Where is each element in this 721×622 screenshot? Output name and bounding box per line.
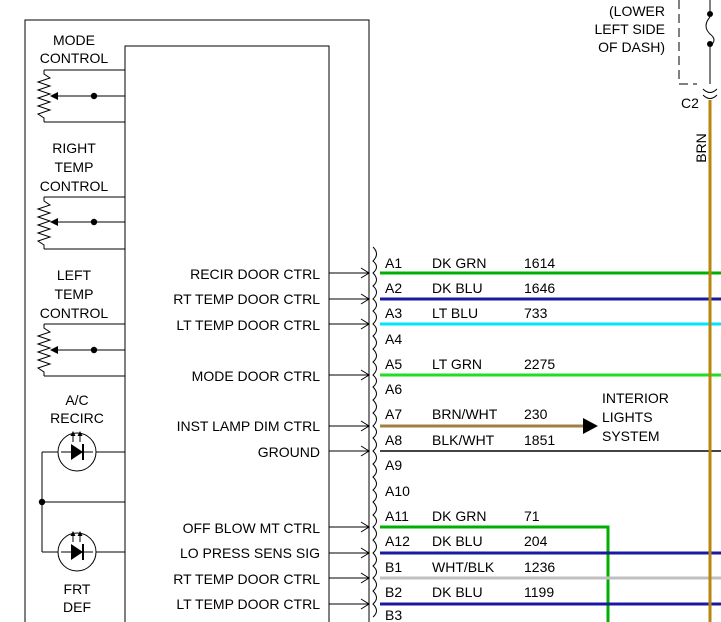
right-temp-control-potentiometer (36, 196, 125, 250)
frt-def-label-2: DEF (63, 599, 91, 615)
left-temp-control-potentiometer (36, 323, 125, 377)
interior-lights-label-3: SYSTEM (602, 428, 660, 444)
pin-label: A9 (385, 457, 402, 473)
signal-label: GROUND (258, 444, 320, 460)
pin-row-a4: A4 (385, 331, 402, 347)
pin-row-a5: A5 LT GRN 2275 (385, 356, 555, 372)
pin-label: A10 (385, 483, 410, 499)
mode-control-label-2: CONTROL (40, 50, 109, 66)
circuit-number: 1851 (524, 432, 555, 448)
signal-label: LO PRESS SENS SIG (180, 545, 320, 561)
mode-control-potentiometer (36, 69, 125, 123)
signal-label: INST LAMP DIM CTRL (177, 418, 321, 434)
interior-lights-arrow-icon (583, 418, 598, 434)
wire-a11 (380, 525, 610, 622)
wire-color-label: BLK/WHT (432, 432, 495, 448)
pin-label: A2 (385, 280, 402, 296)
circuit-number: 230 (524, 406, 548, 422)
right-temp-control-label-2: TEMP (55, 159, 94, 175)
wire-color-label: BRN/WHT (432, 406, 498, 422)
pin-label: A5 (385, 356, 402, 372)
frt-def-led-icon (42, 531, 125, 572)
frt-def-label-1: FRT (64, 581, 91, 597)
pin-row-a2: A2 DK BLU 1646 (385, 280, 555, 296)
control-module-outline (24, 19, 370, 622)
pin-label: A3 (385, 305, 402, 321)
pin-row-a7: A7 BRN/WHT 230 (385, 406, 548, 422)
signal-label: RECIR DOOR CTRL (190, 266, 320, 282)
circuit-number: 1199 (524, 584, 554, 600)
pin-label: A6 (385, 381, 402, 397)
pin-row-a11: A11 DK GRN 71 (385, 508, 540, 524)
pin-label: A11 (385, 508, 409, 524)
pin-label: A8 (385, 432, 402, 448)
pin-row-a1: A1 DK GRN 1614 (385, 255, 555, 271)
location-note-1: (LOWER (609, 3, 665, 19)
interior-lights-label-1: INTERIOR (602, 390, 669, 406)
wire-color-label: LT GRN (432, 356, 482, 372)
wires (380, 271, 721, 622)
wire-color-label: WHT/BLK (432, 559, 495, 575)
location-note-2: LEFT SIDE (594, 21, 665, 37)
circuit-number: 1236 (524, 559, 555, 575)
right-temp-control-label-1: RIGHT (52, 140, 96, 156)
left-temp-control-label-3: CONTROL (40, 305, 109, 321)
signal-label: MODE DOOR CTRL (192, 368, 321, 384)
wire-color-label: DK GRN (432, 255, 486, 271)
circuit-number: 733 (524, 305, 548, 321)
switch-contact-icon (705, 0, 715, 84)
signal-label: LT TEMP DOOR CTRL (176, 317, 320, 333)
ac-recirc-label-2: RECIRC (50, 410, 104, 426)
signal-label: RT TEMP DOOR CTRL (173, 571, 320, 587)
brn-wire-label: BRN (693, 133, 709, 163)
pin-row-a10: A10 (385, 483, 410, 499)
pin-label: A12 (385, 533, 410, 549)
interior-lights-label-2: LIGHTS (602, 409, 653, 425)
wire-color-label: LT BLU (432, 305, 478, 321)
pin-label: B2 (385, 584, 402, 600)
circuit-number: 204 (524, 533, 548, 549)
connector-c2-icon (702, 88, 718, 93)
pin-row-a9: A9 (385, 457, 402, 473)
pin-label: B1 (385, 559, 402, 575)
pin-row-a8: A8 BLK/WHT 1851 (385, 432, 555, 448)
left-temp-control-label-1: LEFT (57, 267, 92, 283)
component-dashed-outline (678, 0, 697, 85)
wire-color-label: DK BLU (432, 533, 483, 549)
circuit-number: 71 (524, 508, 540, 524)
signal-label: RT TEMP DOOR CTRL (173, 291, 320, 307)
signal-label: LT TEMP DOOR CTRL (176, 596, 320, 612)
right-temp-control-label-3: CONTROL (40, 178, 109, 194)
pin-row-a6: A6 (385, 381, 402, 397)
pin-label: A7 (385, 406, 402, 422)
pin-label: B3 (385, 607, 402, 622)
pin-row-b1: B1 WHT/BLK 1236 (385, 559, 555, 575)
connector-pins (372, 246, 377, 618)
mode-control-label-1: MODE (53, 32, 95, 48)
left-temp-control-label-2: TEMP (55, 286, 94, 302)
wire-color-label: DK BLU (432, 280, 483, 296)
pin-row-b2: B2 DK BLU 1199 (385, 584, 554, 600)
signal-label: OFF BLOW MT CTRL (183, 520, 321, 536)
lamp-common-bus (38, 452, 125, 552)
wire-color-label: DK BLU (432, 584, 483, 600)
ac-recirc-led-icon (42, 431, 125, 472)
ac-recirc-label-1: A/C (65, 392, 88, 408)
pin-label: A1 (385, 255, 402, 271)
pin-row-a3: A3 LT BLU 733 (385, 305, 548, 321)
signal-arrows (329, 267, 370, 610)
pin-label: A4 (385, 331, 402, 347)
circuit-number: 1614 (524, 255, 555, 271)
pin-row-b3: B3 (385, 607, 402, 622)
wire-color-label: DK GRN (432, 508, 486, 524)
location-note-3: OF DASH) (598, 39, 665, 55)
control-circuit-box (124, 45, 330, 622)
connector-c2-label: C2 (681, 95, 699, 111)
pin-row-a12: A12 DK BLU 204 (385, 533, 548, 549)
circuit-number: 2275 (524, 356, 555, 372)
circuit-number: 1646 (524, 280, 555, 296)
